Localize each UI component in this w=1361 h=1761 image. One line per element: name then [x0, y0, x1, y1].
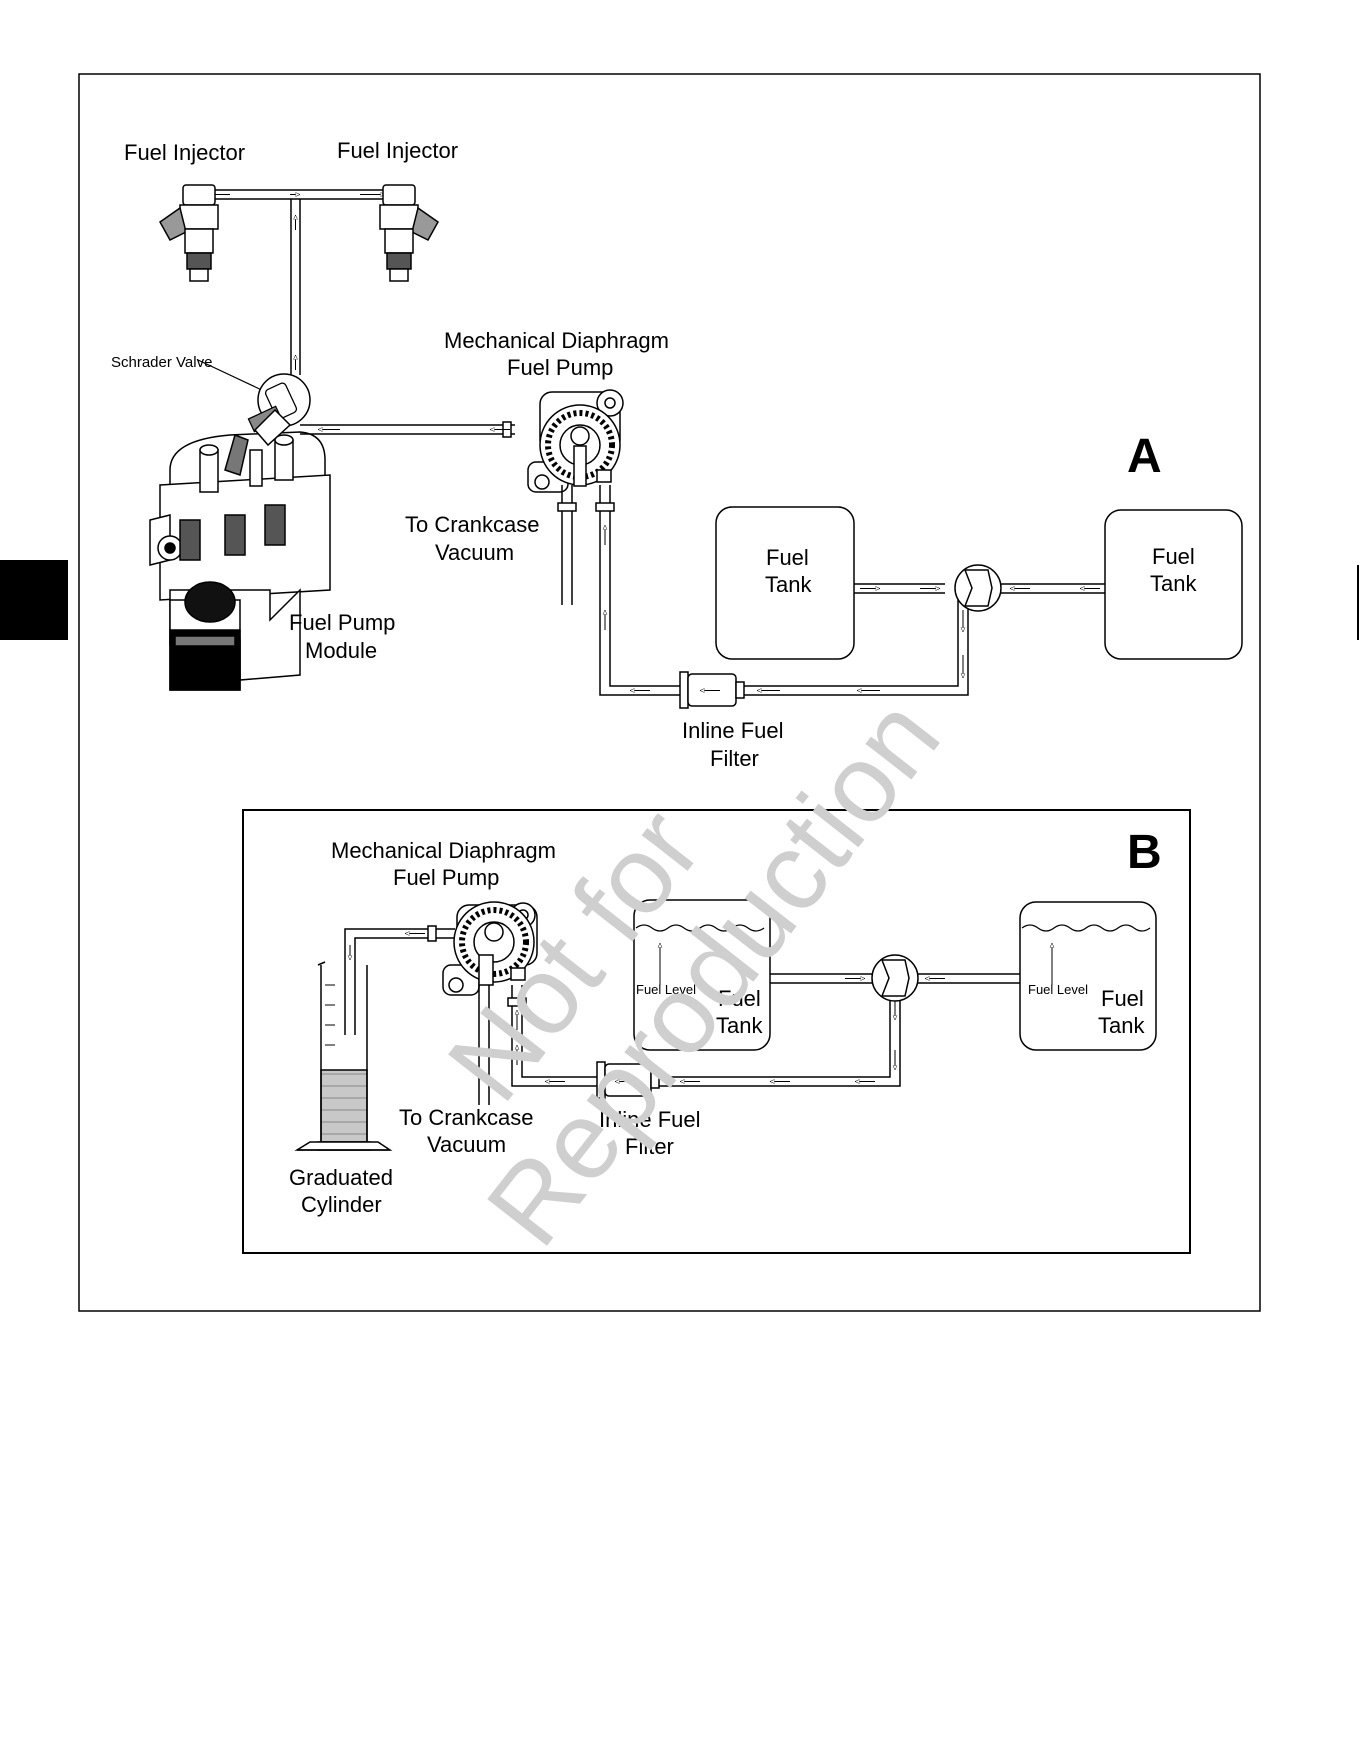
fuel-level-label-1: Fuel Level — [636, 982, 696, 997]
fuel-tank-a2 — [1104, 509, 1243, 660]
inline-filter-b — [596, 1061, 660, 1099]
supply-line-b — [507, 973, 1020, 1087]
fuel-tank-a1 — [715, 506, 855, 660]
fuel-injector-right — [379, 184, 439, 282]
mechanical-pump-a — [527, 389, 624, 493]
tank-a1-label-2: Tank — [765, 572, 812, 597]
fuel-injector-left — [159, 184, 219, 282]
injector-supply-line — [200, 189, 390, 375]
schrader-valve-leader — [197, 359, 267, 393]
supply-line-a — [595, 485, 1105, 696]
crankcase-b-label-2: Vacuum — [427, 1132, 506, 1157]
tank-selector-valve-b — [871, 954, 919, 1002]
tank-selector-valve-a — [954, 564, 1002, 612]
fuel-pump-module — [149, 408, 331, 691]
fuel-pump-module-label-2: Module — [305, 638, 377, 663]
fuel-pump-module-label-1: Fuel Pump — [289, 610, 395, 635]
mechanical-pump-b — [442, 901, 538, 996]
flow-arrows-outlet-b — [350, 934, 425, 961]
pump-a-label-1: Mechanical Diaphragm — [444, 328, 669, 353]
fuel-tank-b1 — [633, 899, 771, 1051]
pump-b-outlet-line — [344, 925, 455, 1035]
panel-b-frame — [242, 809, 1191, 1254]
pump-b-label-2: Fuel Pump — [393, 865, 499, 890]
crankcase-a-label-1: To Crankcase — [405, 512, 540, 537]
panel-b-letter: B — [1127, 826, 1162, 879]
filter-a-label-2: Filter — [710, 746, 759, 771]
tank-a1-label-1: Fuel — [766, 545, 809, 570]
pump-b-label-1: Mechanical Diaphragm — [331, 838, 556, 863]
flow-arrows-injector — [205, 195, 385, 370]
tank-b2-label-2: Tank — [1098, 1013, 1145, 1038]
fuel-tank-b2 — [1019, 901, 1157, 1051]
panel-a: Fuel Injector Fuel Injector Schrader Val… — [111, 138, 1243, 771]
filter-a-label-1: Inline Fuel — [682, 718, 784, 743]
filter-b-label-1: Inline Fuel — [599, 1107, 701, 1132]
tank-b1-label-2: Tank — [716, 1013, 763, 1038]
tank-b2-label-1: Fuel — [1101, 986, 1144, 1011]
graduated-cylinder — [294, 961, 393, 1151]
tank-a2-label-2: Tank — [1150, 571, 1197, 596]
crankcase-vacuum-line-a — [557, 485, 577, 605]
fuel-level-label-2: Fuel Level — [1028, 982, 1088, 997]
fuel-injector-left-label: Fuel Injector — [124, 140, 245, 165]
crankcase-b-label-1: To Crankcase — [399, 1105, 534, 1130]
page-edge-tab — [0, 560, 68, 640]
filter-b-label-2: Filter — [625, 1134, 674, 1159]
crankcase-vacuum-line-b — [478, 985, 490, 1105]
panel-a-letter: A — [1127, 430, 1162, 483]
cylinder-label-1: Graduated — [289, 1165, 393, 1190]
panel-b: B Mechanical Diaphragm Fuel Pump — [289, 826, 1162, 1217]
crankcase-a-label-2: Vacuum — [435, 540, 514, 565]
fuel-injector-right-label: Fuel Injector — [337, 138, 458, 163]
tank-a2-label-1: Fuel — [1152, 544, 1195, 569]
outer-frame — [78, 73, 1261, 1312]
flow-arrows-supply-a — [605, 525, 1100, 691]
pump-a-label-2: Fuel Pump — [507, 355, 613, 380]
tank-b1-label-1: Fuel — [718, 986, 761, 1011]
schrader-valve-label: Schrader Valve — [111, 354, 212, 371]
cylinder-label-2: Cylinder — [301, 1192, 382, 1217]
inline-filter-a — [679, 671, 745, 709]
flow-arrows-supply-b — [517, 979, 945, 1082]
